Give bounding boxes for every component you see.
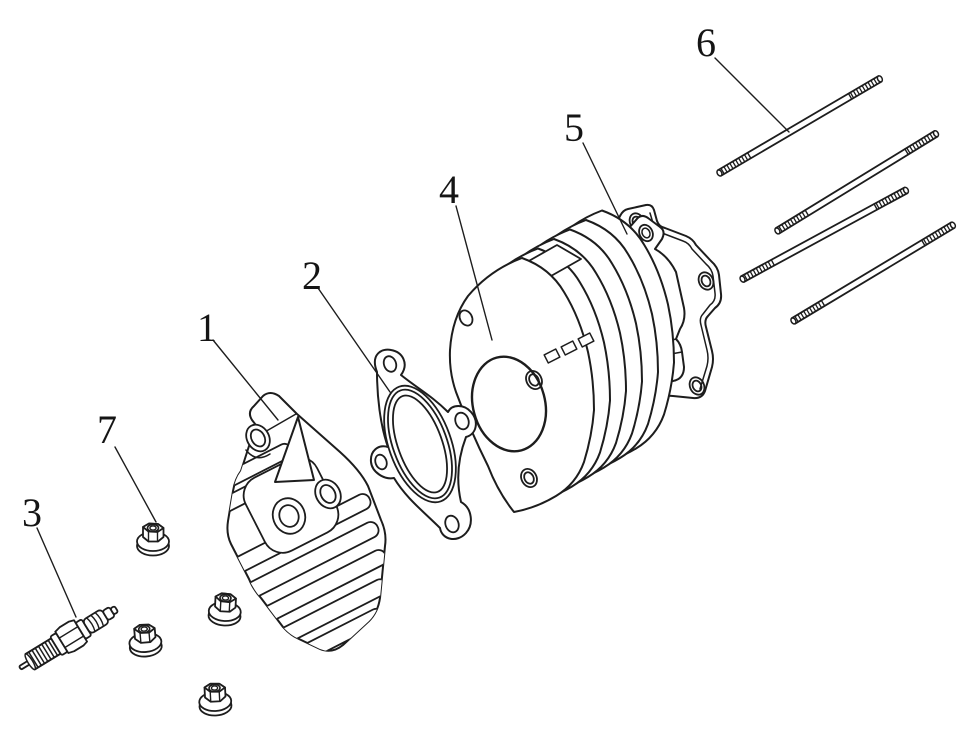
head-gasket-part: [369, 348, 477, 540]
cylinder-bore: [470, 355, 548, 453]
callout-labels: 1 2 3 4 5 6 7: [22, 20, 716, 535]
head-gasket-ring: [383, 384, 457, 504]
stud-parts: [716, 75, 956, 325]
callout-2: 2: [302, 253, 322, 298]
cylinder-part: [448, 209, 686, 513]
flange-nut-2: [126, 622, 164, 659]
flange-nut-1: [136, 522, 170, 557]
callout-1: 1: [197, 305, 217, 350]
cylinder-head-part: [226, 392, 387, 652]
head-gasket-bolt-holes: [374, 355, 470, 534]
leader-line-7: [114, 446, 157, 523]
leader-line-5: [582, 142, 628, 235]
leader-line-6: [714, 57, 790, 133]
leader-line-1: [212, 339, 279, 421]
leader-lines: [36, 57, 790, 618]
head-bolt-boss-left: [245, 423, 271, 459]
head-triangle-rib: [274, 416, 315, 483]
cylinder-fin-slots: [543, 332, 595, 364]
spark-plug-part: [18, 605, 119, 671]
cylinder-stud-holes: [458, 309, 543, 488]
callout-3: 3: [22, 490, 42, 535]
callout-7: 7: [97, 407, 117, 452]
leader-line-4: [455, 205, 493, 341]
flange-nut-3: [207, 591, 243, 628]
head-spark-plug-hole: [271, 497, 307, 535]
callout-5: 5: [564, 105, 584, 150]
flange-nut-parts: [126, 522, 243, 718]
leader-line-2: [317, 287, 391, 393]
callout-4: 4: [439, 167, 459, 212]
callout-6: 6: [696, 20, 716, 65]
leader-line-3: [36, 527, 77, 618]
flange-nut-4: [197, 681, 233, 718]
stud-1: [716, 75, 883, 177]
head-bolt-boss-right: [314, 478, 342, 510]
